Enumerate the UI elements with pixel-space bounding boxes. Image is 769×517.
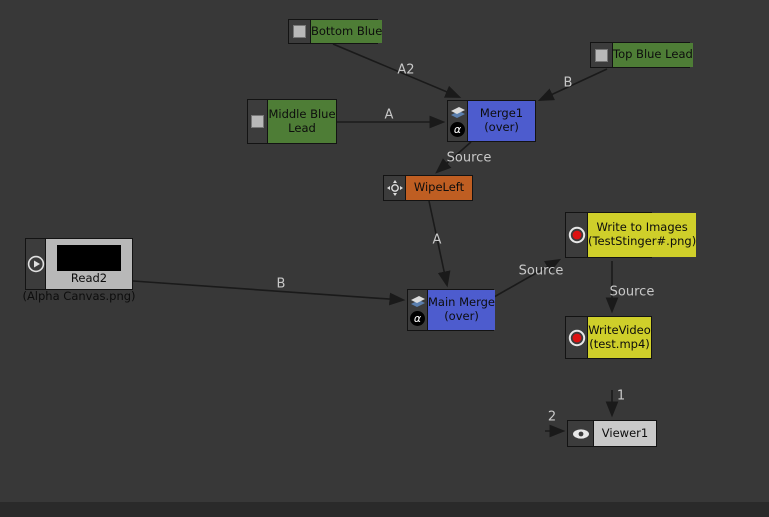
node-label: Write to Images: [596, 220, 688, 235]
node-top-blue-lead[interactable]: Top Blue Lead: [590, 42, 693, 68]
eye-icon: [572, 428, 589, 439]
node-sublabel: (Alpha Canvas.png): [22, 289, 136, 303]
edge-label-a-merge1: A: [384, 107, 394, 123]
panel-bottom-edge: [0, 502, 769, 517]
play-icon: [27, 255, 44, 273]
node-label: Top Blue Lead: [613, 47, 693, 62]
node-sublabel: (over): [484, 120, 519, 134]
node-label: Viewer1: [601, 425, 649, 440]
node-label: Bottom Blue: [311, 23, 383, 38]
position-crosshair-icon: [386, 180, 403, 196]
edge-label-a2: A2: [397, 62, 415, 78]
edge-label-a-mainmerge: A: [432, 232, 442, 248]
node-viewer1[interactable]: Viewer1: [567, 420, 657, 447]
node-read2[interactable]: Read2 (Alpha Canvas.png): [22, 238, 136, 303]
edge-read2-mainmerge[interactable]: [132, 280, 406, 306]
record-icon: [568, 329, 585, 346]
node-label: Read2: [70, 271, 108, 286]
edge-label-source-write: Source: [518, 263, 564, 279]
constant-swatch-icon: [289, 20, 311, 43]
node-sublabel: (over): [444, 309, 479, 323]
edge-label-b-merge1: B: [563, 75, 573, 91]
node-label: Main Merge: [428, 295, 496, 310]
node-main-merge[interactable]: α Main Merge (over): [407, 289, 496, 331]
alpha-channel-icon: α: [410, 310, 425, 326]
node-label: Merge1: [479, 106, 524, 121]
node-wipeleft[interactable]: WipeLeft: [383, 175, 473, 201]
node-write-video[interactable]: WriteVideo (test.mp4): [565, 316, 652, 359]
edge-label-source-video: Source: [609, 284, 655, 300]
edge-label-viewer-1: 1: [616, 388, 626, 404]
node-sublabel: (test.mp4): [589, 336, 650, 351]
edge-merge1-wipeleft[interactable]: [435, 141, 472, 174]
constant-swatch-icon: [248, 100, 268, 143]
node-label: Middle Blue Lead: [268, 106, 336, 135]
merge-layers-icon: [450, 106, 465, 118]
edge-topblue-merge1[interactable]: [537, 68, 608, 102]
record-icon: [568, 226, 585, 244]
edge-label-viewer-2: 2: [547, 409, 557, 425]
edge-label-b-mainmerge: B: [276, 276, 286, 292]
read-thumbnail: [57, 245, 121, 272]
node-write-to-images[interactable]: Write to Images (TestStinger#.png): [565, 212, 697, 258]
node-sublabel: (TestStinger#.png): [588, 234, 697, 248]
node-label: WriteVideo: [588, 322, 651, 337]
merge-layers-icon: [410, 295, 425, 307]
node-label: WipeLeft: [413, 180, 465, 195]
edge-mainmerge-writeimages[interactable]: [493, 258, 562, 298]
edge-label-source-wipe: Source: [446, 150, 492, 166]
node-middle-blue-lead[interactable]: Middle Blue Lead: [247, 99, 337, 144]
alpha-channel-icon: α: [450, 121, 465, 137]
node-bottom-blue[interactable]: Bottom Blue: [288, 19, 383, 44]
constant-swatch-icon: [591, 43, 613, 67]
node-merge1[interactable]: α Merge1 (over): [447, 100, 536, 142]
edge-bottomblue-merge1[interactable]: [332, 43, 462, 98]
edge-wipeleft-mainmerge[interactable]: [428, 200, 451, 288]
